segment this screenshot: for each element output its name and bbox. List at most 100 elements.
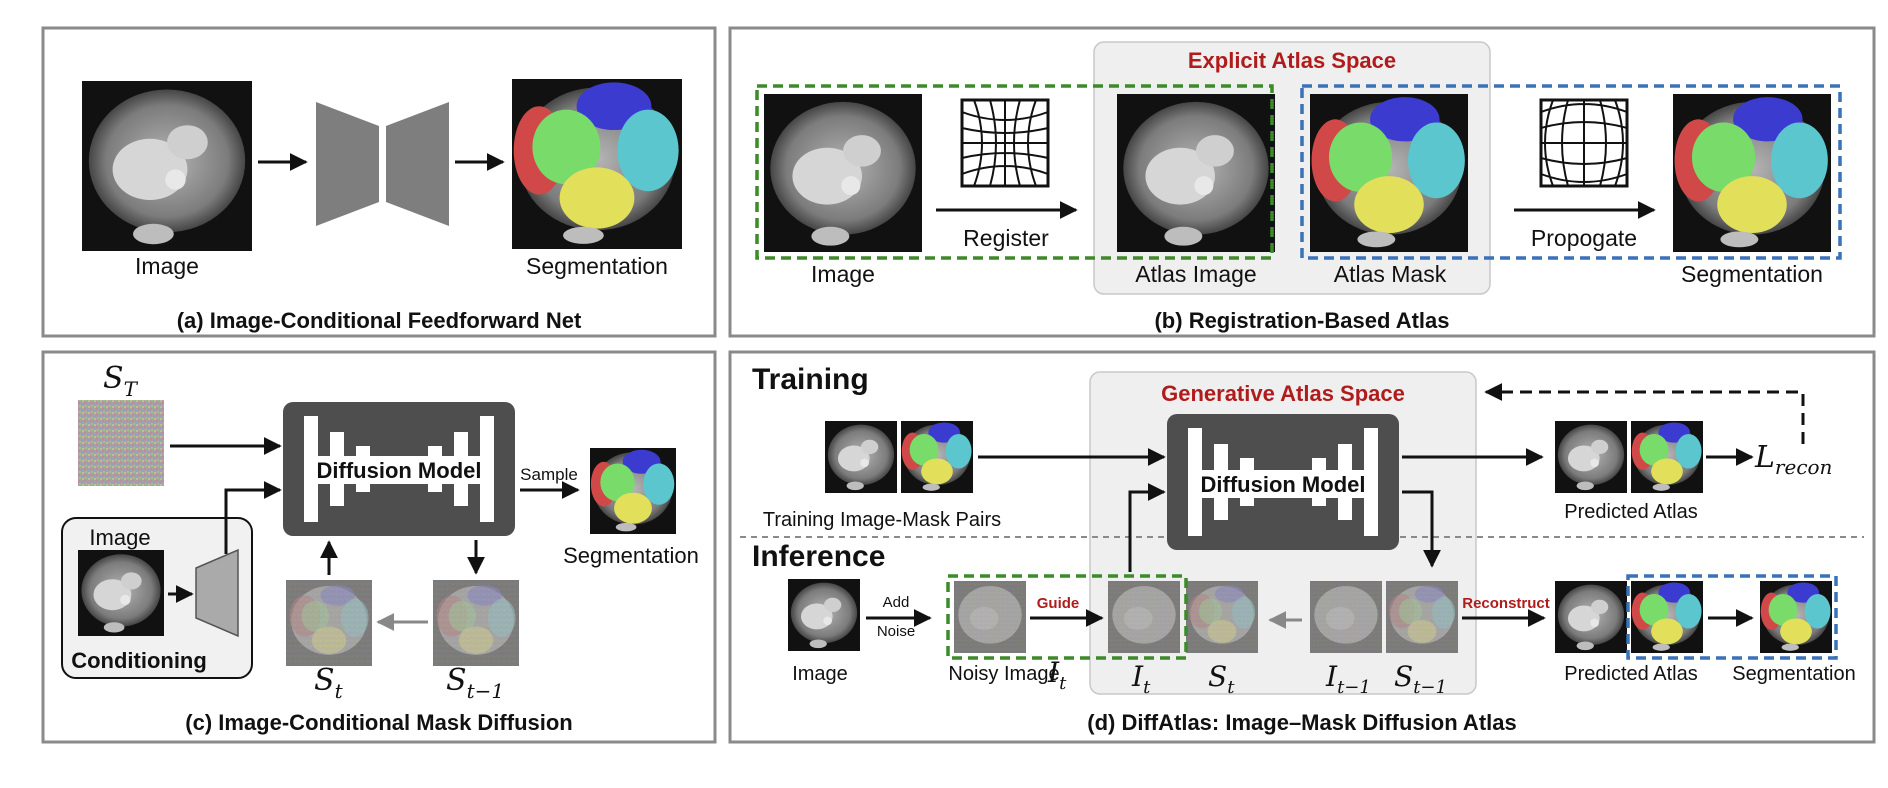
panel-d-input-image: [788, 579, 860, 651]
panel-d-model-label: Diffusion Model: [1201, 472, 1366, 497]
panel-b-green-dashed-box: [755, 84, 1274, 260]
panel-d-frame: [728, 350, 1876, 744]
panel-c-condition-image: [78, 550, 164, 636]
panel-d-it-var: It: [1131, 660, 1151, 698]
panel-d-diffusion-model: Diffusion Model: [1167, 414, 1399, 550]
panel-d-it-inline-var: It: [1047, 656, 1067, 694]
panel-d-predicted-atlas-label: Predicted Atlas: [1564, 501, 1697, 523]
panel-d-st-var-sub: t: [1227, 677, 1235, 698]
panel-c-st1-var: St−1: [446, 663, 504, 703]
panel-b: Explicit Atlas Space Image Register Atla…: [728, 26, 1876, 338]
panel-b-atlas-mask: [1310, 94, 1468, 252]
panel-a: Image Segmentation (a) Image-Conditional…: [41, 26, 717, 338]
panel-c-output-label: Segmentation: [563, 543, 699, 568]
panel-a-frame: [41, 26, 717, 338]
panel-d-inference-label: Inference: [752, 540, 885, 573]
panel-b-deform-grid-icon: [960, 98, 1050, 188]
panel-b-atlas-image-label: Atlas Image: [1135, 261, 1256, 287]
panel-c-st-var-main: S: [314, 663, 335, 698]
panel-c: ST Image Conditioning Diffusion Model Sa…: [41, 350, 717, 744]
panel-c-noise-var-sub: T: [124, 377, 139, 401]
panel-b-atlas-image: [1117, 94, 1275, 252]
panel-d-blue-dashed-box: [1626, 574, 1838, 660]
panel-d-loss-var-main: L: [1754, 440, 1775, 475]
panel-d-predicted-image: [1555, 421, 1627, 493]
panel-d-training-mask: [901, 421, 973, 493]
panel-c-noise-image: [78, 400, 164, 486]
panel-d-image-label: Image: [792, 663, 848, 685]
panel-d: Generative Atlas Space Training Inferenc…: [728, 350, 1876, 744]
panel-d-space-title: Generative Atlas Space: [1161, 381, 1405, 406]
panel-c-caption: (c) Image-Conditional Mask Diffusion: [185, 710, 572, 735]
panel-b-propagate-label: Propogate: [1531, 225, 1637, 251]
panel-d-it1-image: [1310, 581, 1382, 653]
panel-b-warp-grid-icon: [1539, 98, 1629, 188]
panel-d-add-label: Add: [883, 594, 910, 611]
panel-d-it-inline-sub: t: [1059, 673, 1067, 694]
panel-d-st-image: [1186, 581, 1258, 653]
panel-d-it-to-model-arrow: [1128, 483, 1166, 572]
panel-b-blue-dashed-box: [1300, 84, 1842, 260]
panel-c-image-label: Image: [89, 525, 150, 550]
panel-d-atlas-image: [1555, 581, 1627, 653]
panel-d-it-image: [1108, 581, 1180, 653]
panel-c-st1-image: [433, 580, 519, 666]
panel-d-guide-label: Guide: [1037, 595, 1080, 612]
panel-b-register-label: Register: [963, 225, 1049, 251]
panel-c-encoder-icon: [195, 548, 239, 638]
panel-d-it-inline-main: I: [1047, 656, 1060, 689]
panel-b-segmentation-image: [1673, 94, 1831, 252]
panel-b-image: [764, 94, 922, 252]
panel-a-network-icon: [316, 102, 449, 226]
panel-a-image-label: Image: [135, 253, 199, 279]
panel-d-noisy-image-label: Noisy Image: [948, 663, 1059, 685]
panel-d-it1-var-main: I: [1325, 660, 1338, 693]
panel-d-predicted-mask: [1631, 421, 1703, 493]
panel-d-it-var-main: I: [1131, 660, 1144, 693]
panel-c-noise-var-main: S: [103, 361, 124, 396]
panel-b-image-label: Image: [811, 261, 875, 287]
panel-d-training-image: [825, 421, 897, 493]
panel-a-caption: (a) Image-Conditional Feedforward Net: [177, 308, 582, 333]
panel-d-it1-var-sub: t−1: [1337, 677, 1371, 698]
panel-d-st-var: St: [1208, 660, 1235, 698]
panel-d-model-to-st1-arrow: [1402, 490, 1441, 568]
panel-c-st-image: [286, 580, 372, 666]
panel-d-green-dashed-box: [946, 574, 1188, 660]
panel-c-conditioning-label: Conditioning: [71, 648, 207, 673]
panel-d-it-var-sub: t: [1143, 677, 1151, 698]
panel-c-st-var-sub: t: [335, 679, 344, 703]
panel-d-atlas-mask: [1631, 581, 1703, 653]
panel-d-st1-var: St−1: [1394, 660, 1447, 698]
panel-c-frame: [41, 350, 717, 744]
panel-d-noise-label: Noise: [877, 623, 915, 640]
panel-a-image: [82, 81, 252, 251]
panel-b-frame: [728, 26, 1876, 338]
panel-d-training-label: Training: [752, 363, 869, 396]
panel-c-model-label: Diffusion Model: [317, 458, 482, 483]
panel-d-segmentation-image: [1760, 581, 1832, 653]
panel-d-st1-var-sub: t−1: [1413, 677, 1447, 698]
panel-d-output-label: Segmentation: [1732, 663, 1855, 685]
panel-c-st-var: St: [314, 663, 344, 703]
panel-c-st1-var-main: S: [446, 663, 467, 698]
panel-d-caption: (d) DiffAtlas: Image–Mask Diffusion Atla…: [1087, 710, 1516, 735]
panel-d-st1-image: [1386, 581, 1458, 653]
panel-c-st1-var-sub: t−1: [467, 679, 505, 703]
panel-b-caption: (b) Registration-Based Atlas: [1154, 308, 1449, 333]
panel-d-it1-var: It−1: [1325, 660, 1371, 698]
panel-c-segmentation-image: [590, 448, 676, 534]
panel-d-st1-var-main: S: [1394, 660, 1413, 693]
panel-d-pairs-label: Training Image-Mask Pairs: [763, 509, 1001, 531]
panel-b-atlas-mask-label: Atlas Mask: [1334, 261, 1447, 287]
panel-c-cond-to-model-arrow: [224, 481, 282, 554]
panel-c-sample-label: Sample: [520, 465, 578, 484]
panel-a-segmentation-image: [512, 79, 682, 249]
panel-b-output-label: Segmentation: [1681, 261, 1823, 287]
panel-a-output-label: Segmentation: [526, 253, 668, 279]
panel-c-noise-var: ST: [103, 361, 139, 401]
panel-d-reconstruct-label: Reconstruct: [1462, 595, 1550, 612]
panel-b-space-title: Explicit Atlas Space: [1188, 48, 1396, 73]
panel-d-st-var-main: S: [1208, 660, 1227, 693]
